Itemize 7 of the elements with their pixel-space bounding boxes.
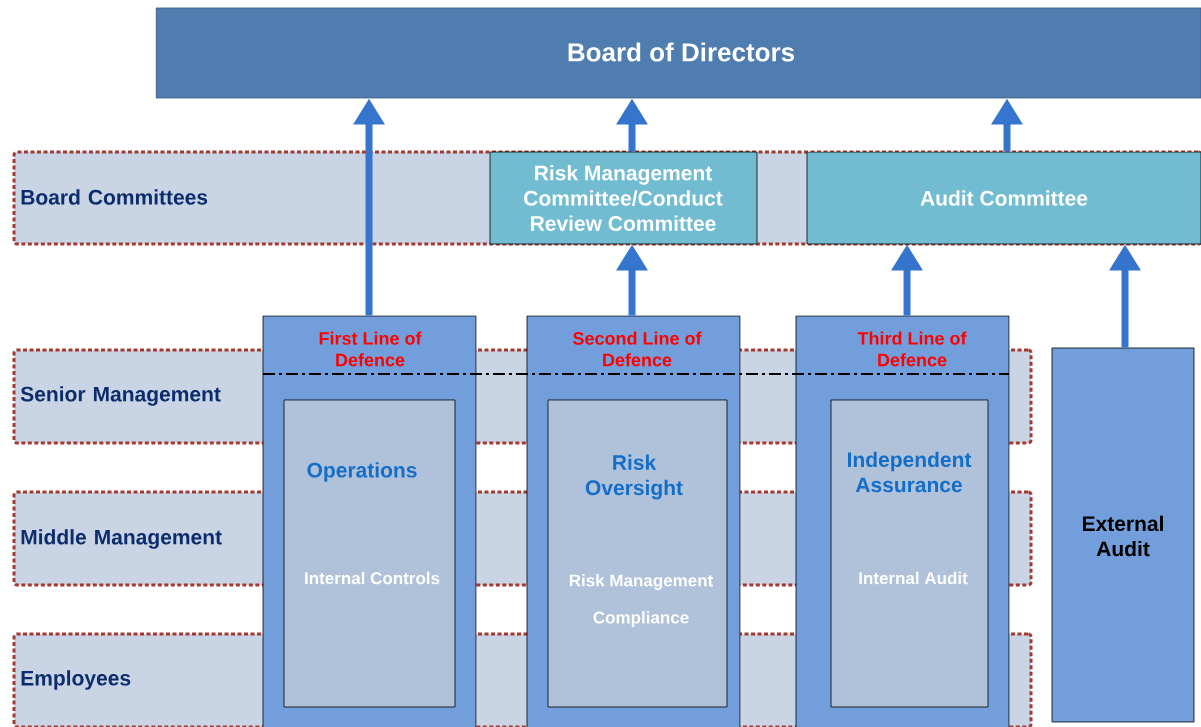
board-box: Board of Directors bbox=[155, 7, 1201, 99]
defence-line-column: External Audit bbox=[1051, 347, 1195, 723]
committee-box: Audit Committee bbox=[806, 151, 1201, 245]
function-box: Operations Internal Controls bbox=[283, 399, 456, 708]
function-box: Risk Oversight Risk Management Compliance bbox=[547, 399, 728, 708]
function-box: Independent Assurance Internal Audit bbox=[830, 399, 989, 708]
committee-box: Risk Management Committee/Conduct Review Committee bbox=[489, 151, 758, 245]
